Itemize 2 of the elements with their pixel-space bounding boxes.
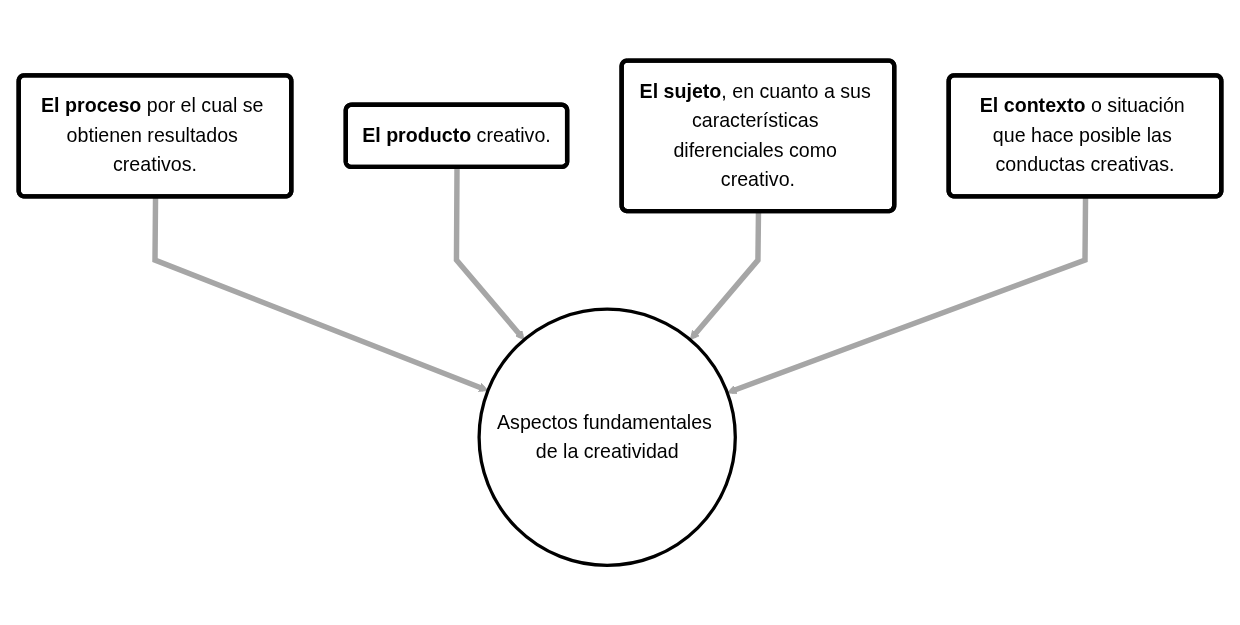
arrow	[689, 211, 762, 340]
node-circle: Aspectos fundamentales de la creatividad	[477, 307, 737, 567]
